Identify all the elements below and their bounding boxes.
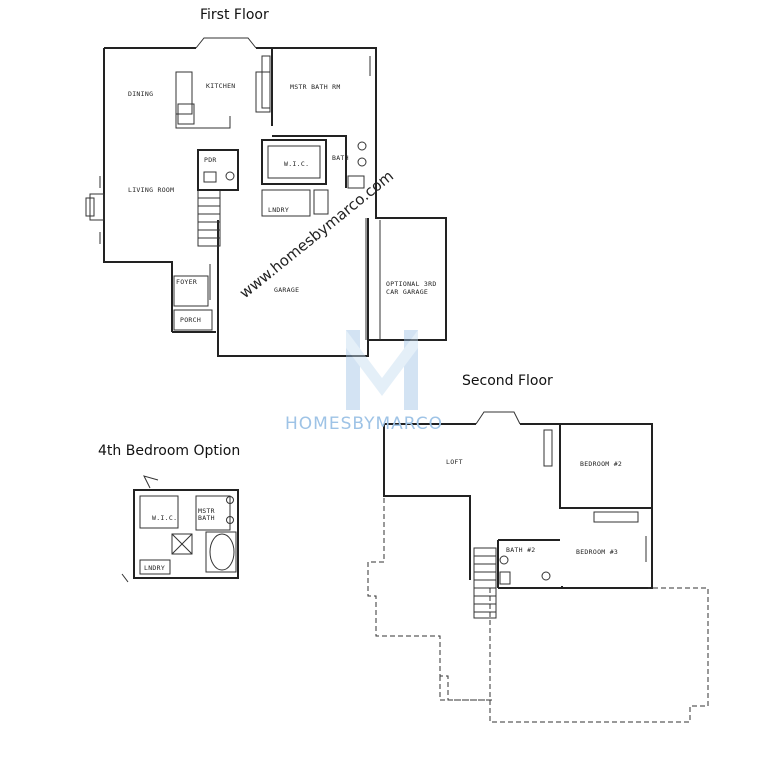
bath-2-label: BATH #2 — [506, 546, 536, 554]
living-room-label: LIVING ROOM — [128, 186, 175, 194]
second-floor-plan — [367, 411, 709, 723]
loft-label: LOFT — [446, 458, 463, 466]
optional-garage-label: OPTIONAL 3RD CAR GARAGE — [386, 280, 437, 296]
second-floor-title: Second Floor — [462, 373, 553, 389]
kitchen-label: KITCHEN — [206, 82, 236, 90]
fourth-bedroom-option-plan — [121, 475, 239, 583]
first-floor-plan — [85, 37, 447, 357]
laundry-label: LNDRY — [268, 206, 290, 214]
option-mstr-bath-label: MSTR BATH — [198, 507, 215, 522]
bedroom-3-label: BEDROOM #3 — [576, 548, 619, 556]
bedroom-2-label: BEDROOM #2 — [580, 460, 623, 468]
fourth-bedroom-option-title: 4th Bedroom Option — [98, 443, 241, 459]
wic-label: W.I.C. — [284, 160, 310, 168]
master-bath-label: MSTR BATH RM — [290, 83, 341, 91]
option-wic-label: W.I.C. — [152, 514, 178, 522]
first-floor-title: First Floor — [200, 7, 269, 23]
watermark-brand: HOMESBYMARCO — [285, 414, 443, 434]
pdr-label: PDR — [204, 156, 217, 164]
bath-label: BATH — [332, 154, 349, 162]
foyer-label: FOYER — [176, 278, 198, 286]
garage-label: GARAGE — [274, 286, 300, 294]
homesbymarco-logo — [346, 330, 418, 410]
porch-label: PORCH — [180, 316, 202, 324]
option-lndry-label: LNDRY — [144, 564, 166, 572]
dining-label: DINING — [128, 90, 154, 98]
